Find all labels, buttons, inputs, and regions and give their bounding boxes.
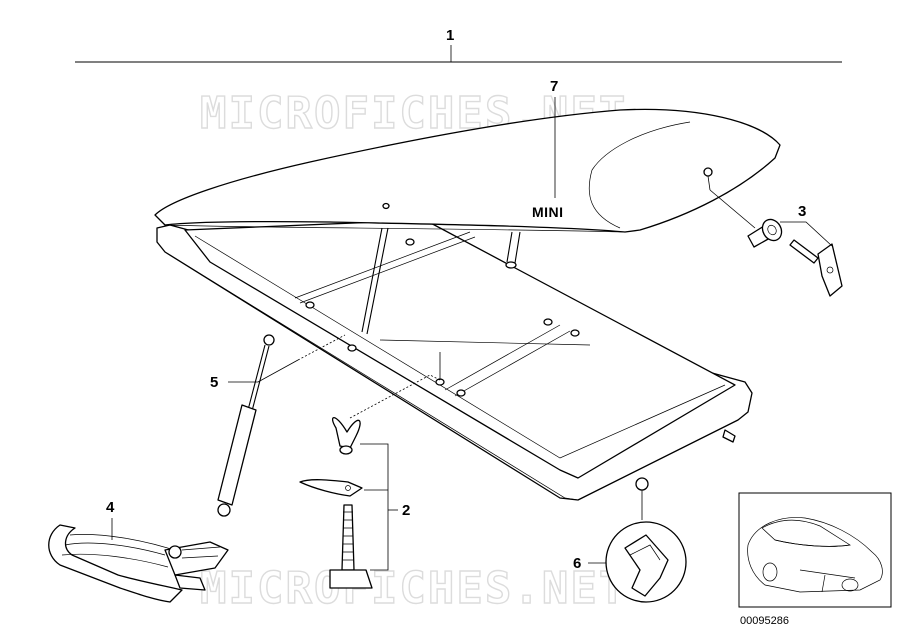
thumbnail-frame (738, 492, 892, 608)
lock-cylinder (747, 218, 783, 248)
installed-strut-right (506, 231, 521, 264)
clamp-foot (329, 569, 373, 589)
callout-6-label: 6 (573, 555, 581, 572)
roof-box-rib-2 (444, 324, 571, 397)
callout-2-label: 2 (402, 502, 410, 519)
bolt-thread (343, 511, 353, 561)
hinge-pin (722, 429, 736, 443)
installed-strut-left (361, 227, 389, 335)
strap-web-2 (61, 553, 169, 568)
callout-2-bracket (360, 443, 389, 571)
bracket-plate (299, 479, 363, 497)
strap-loop (48, 524, 183, 603)
key (789, 239, 843, 297)
mount-hole (543, 318, 553, 326)
mount-hole (405, 238, 415, 246)
roof-box-lid-crease (591, 121, 691, 171)
mount-kit: 2 (299, 352, 441, 589)
roof-box-side-edge (164, 251, 579, 501)
callout-4-label: 4 (106, 499, 115, 516)
roof-box-rib-1 (294, 231, 476, 304)
mount-hole (305, 301, 315, 309)
strap-web-3 (69, 534, 181, 553)
lid-badge-text: MINI (532, 204, 564, 220)
latch-location (635, 477, 649, 491)
latch-body (624, 534, 669, 597)
roof-box-lid-crease-2 (588, 169, 621, 229)
ratchet-buckle (164, 541, 229, 591)
gas-strut: 5 (210, 334, 346, 517)
car-outline (747, 517, 883, 593)
installed-strut-foot (505, 261, 517, 269)
strut-cylinder (217, 404, 257, 506)
roof-box-rim (194, 235, 726, 459)
roof-box: MINI (154, 108, 781, 501)
latch-edge (629, 544, 661, 561)
mount-hole (347, 344, 357, 352)
callout-1: 1 (446, 27, 454, 62)
lock-leader-1 (707, 175, 711, 191)
strut-end-top (263, 334, 275, 346)
strut-end-bottom (217, 503, 231, 517)
roof-box-lid-seam (164, 224, 626, 233)
tie-down-strap: 4 (48, 499, 229, 603)
callout-5-leader (228, 359, 299, 383)
mount-hole (456, 389, 466, 397)
lock-and-key: 3 (707, 175, 843, 297)
callout-5-label: 5 (210, 374, 218, 391)
latch-detail: 6 (573, 477, 687, 603)
mount-hole (570, 329, 580, 337)
strut-rod (247, 344, 270, 412)
roof-box-rib-3 (379, 339, 591, 346)
lid-hole (382, 202, 390, 210)
lock-hole (703, 167, 713, 177)
callout-7-label: 7 (550, 78, 558, 95)
wing-nut (332, 416, 361, 455)
callout-3-label: 3 (798, 203, 806, 220)
callout-7: 7 (550, 78, 558, 198)
diagram-number: 00095286 (740, 615, 789, 627)
callout-5-leader-dashed (297, 334, 346, 361)
roof-box-lid (154, 108, 781, 233)
strap-web-1 (64, 542, 166, 556)
lock-bracket (780, 221, 833, 247)
callout-1-label: 1 (446, 27, 454, 44)
watermark-bottom: MICROFICHES.NET (200, 563, 627, 614)
lock-leader-2 (709, 189, 756, 229)
vehicle-thumbnail: 00095286 (738, 492, 892, 627)
